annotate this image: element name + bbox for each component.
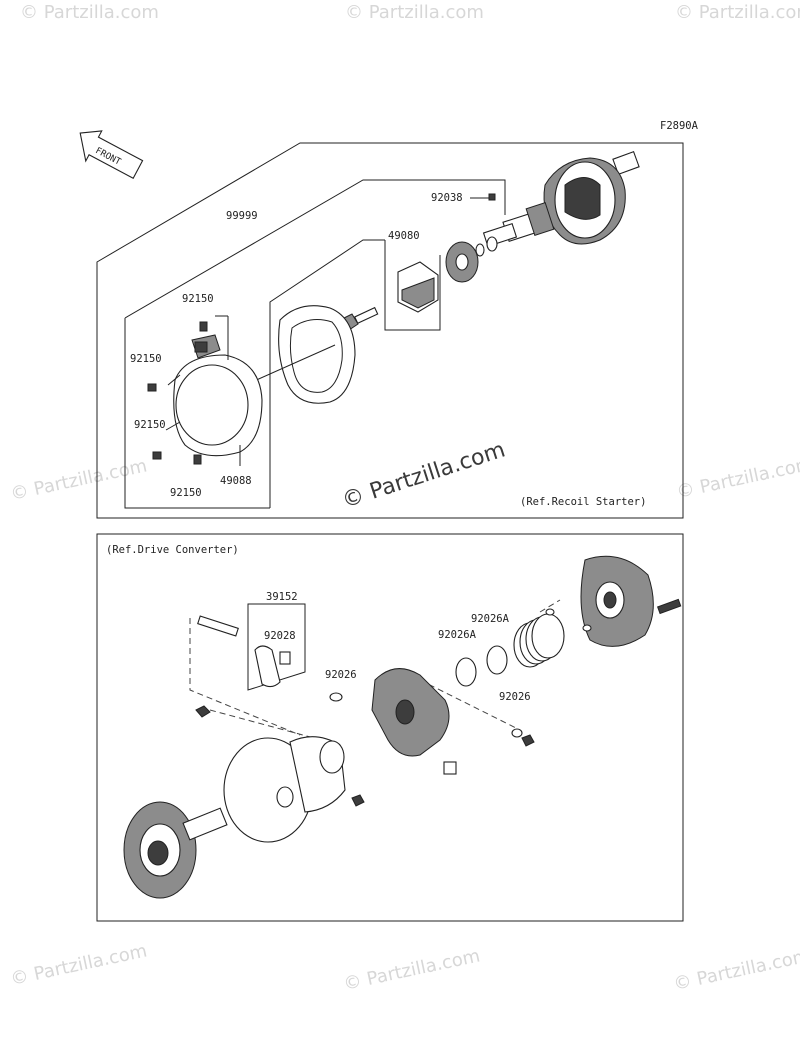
shim-92026a <box>455 657 477 687</box>
watermark-center: © Partzilla.com <box>339 437 508 513</box>
nut <box>195 705 211 718</box>
washer-small <box>475 243 485 257</box>
label-92150: 92150 <box>170 487 202 499</box>
spring <box>513 613 565 668</box>
watermark-text: © Partzilla.com <box>675 2 800 23</box>
watermark-text: © Partzilla.com <box>672 945 800 994</box>
bolt-92150 <box>152 451 162 460</box>
label-92026a: 92026A <box>471 613 510 625</box>
watermark-text: © Partzilla.com <box>20 2 159 23</box>
bottom-panel-border <box>96 533 684 922</box>
bolt-92150 <box>199 321 208 332</box>
bolt-92150 <box>147 383 157 392</box>
fixed-sheave <box>123 801 228 899</box>
bushing <box>319 740 345 774</box>
cover-group-bracket <box>269 239 385 508</box>
drive-converter-panel: (Ref.Drive Converter) <box>96 533 684 922</box>
label-92150: 92150 <box>134 419 166 431</box>
recoil-starter-housing-49088 <box>173 334 263 457</box>
pulley-plate <box>445 241 479 283</box>
label-39152: 39152 <box>266 591 298 603</box>
watermark-text: © Partzilla.com <box>675 453 800 502</box>
crankshaft <box>482 151 640 247</box>
washer <box>329 692 343 702</box>
assembly-bracket-99999 <box>124 179 506 319</box>
roller-92028 <box>279 651 291 665</box>
label-92150: 92150 <box>182 293 214 305</box>
weight-pin <box>197 615 239 637</box>
shim-92026a <box>486 645 508 675</box>
label-92028: 92028 <box>264 630 296 642</box>
ring-92038 <box>486 236 498 252</box>
diagram-code: F2890A <box>660 120 699 132</box>
starter-cup-49080 <box>397 261 439 313</box>
watermark-text: © Partzilla.com <box>342 945 482 994</box>
movable-sheave <box>223 736 346 843</box>
collar <box>582 624 592 632</box>
cup-bracket-49080 <box>384 240 441 331</box>
cap <box>443 761 457 775</box>
watermark-text: © Partzilla.com <box>345 2 484 23</box>
cover-bolt <box>656 598 682 615</box>
ref-note-drive-converter: (Ref.Drive Converter) <box>106 544 239 556</box>
label-49080: 49080 <box>388 230 420 242</box>
converter-cover <box>580 555 654 647</box>
washer <box>511 728 523 738</box>
pin-92038 <box>488 193 496 201</box>
recoil-starter-panel: 99999 92038 49080 92150 92150 92150 9215… <box>96 142 684 519</box>
assembly-bracket-39152 <box>247 603 306 691</box>
watermark-text: © Partzilla.com <box>9 940 149 989</box>
label-92026a: 92026A <box>438 629 477 641</box>
assembly-bracket-99999-left <box>124 318 270 509</box>
collar <box>545 608 555 616</box>
spider <box>371 668 450 757</box>
label-49088: 49088 <box>220 475 252 487</box>
weight-arm <box>254 645 281 688</box>
label-92026: 92026 <box>325 669 357 681</box>
bolt-92150 <box>193 454 202 465</box>
watermark-text: © Partzilla.com <box>9 455 149 504</box>
label-92038: 92038 <box>431 192 463 204</box>
nut <box>521 734 535 747</box>
nut <box>351 794 365 807</box>
label-92026: 92026 <box>499 691 531 703</box>
top-panel-border <box>96 142 684 519</box>
front-arrow-icon: FRONT <box>79 130 144 180</box>
ref-note-recoil-starter: (Ref.Recoil Starter) <box>520 496 646 508</box>
label-92150: 92150 <box>130 353 162 365</box>
gasket <box>278 305 356 404</box>
label-99999: 99999 <box>226 210 258 222</box>
